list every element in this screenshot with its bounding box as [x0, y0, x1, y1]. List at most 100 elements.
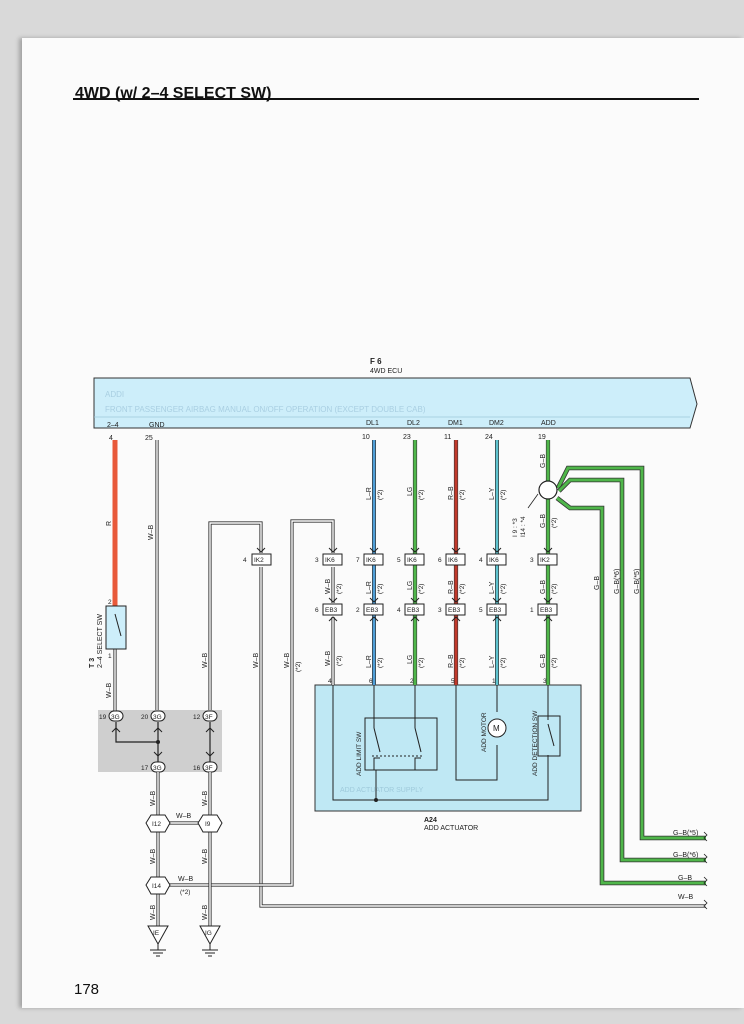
splice-note-1: I 9 : *3	[512, 518, 519, 537]
pin-number: 11	[444, 434, 451, 441]
connector-pin: 3	[315, 557, 319, 564]
wire-label: W–B	[178, 876, 194, 883]
connector-label: IK2	[254, 557, 264, 564]
wire-label: (*2)	[500, 490, 507, 500]
pin-label: DL2	[407, 420, 420, 427]
wire-label: W–B	[150, 905, 157, 921]
wire-label: LG	[407, 655, 414, 664]
connector-label: EB3	[325, 607, 338, 614]
wire-label: L–R	[366, 581, 373, 594]
wire-label: R–B	[448, 486, 455, 500]
connector-eb3	[363, 603, 384, 616]
select-switch-contact	[114, 613, 122, 637]
wire-label: (*2)	[377, 658, 384, 668]
pin-label: DM1	[448, 420, 463, 427]
ground-wire-labels: W–B W–B W–B W–B W–B W–B (*2) W–B W–B	[150, 791, 209, 921]
connector-label: 3G	[153, 765, 162, 772]
actuator-pin: 3	[543, 678, 547, 685]
hex-connectors: I12 I9 I14	[145, 814, 223, 895]
ecu-ghost-text-1: ADDI	[105, 390, 124, 399]
connector-label: EB3	[489, 607, 502, 614]
wire-labels: R W–B W–B W–B W–B W–B (*2) W–B (*2) W–B …	[106, 454, 641, 698]
actuator-pin: 6	[369, 678, 373, 685]
wire-label: W–B	[284, 653, 291, 669]
connector-pin: 19	[99, 714, 107, 721]
connector-pin: 17	[141, 765, 149, 772]
connector-label: 3G	[153, 714, 162, 721]
edge-label: G–B(*6)	[673, 852, 698, 859]
connector-pin: 20	[141, 714, 149, 721]
connector-3g	[150, 710, 166, 722]
connector-ik6	[322, 553, 343, 566]
ecu-code: F 6	[370, 357, 382, 366]
ecu-name: 4WD ECU	[370, 368, 402, 375]
ground-label: IE	[153, 930, 160, 937]
connector-pin: 7	[356, 557, 360, 564]
connector-label: IK6	[325, 557, 335, 564]
wire-label: L–R	[366, 487, 373, 500]
wire-label: W–B	[202, 905, 209, 921]
ground-wires	[156, 772, 212, 926]
connector-pin: 16	[193, 765, 201, 772]
pin-number: 24	[485, 434, 493, 441]
wire-label: (*2)	[551, 658, 558, 668]
edge-label: W–B	[678, 894, 694, 901]
pin-label: DM2	[489, 420, 504, 427]
wire-label: (*2)	[377, 490, 384, 500]
splice-point	[538, 480, 558, 500]
connector-pin: 12	[193, 714, 201, 721]
detection-sw-label: ADD DETECTION SW	[532, 710, 539, 776]
wire-label: G–B	[594, 576, 601, 590]
right-edge-labels: G–B(*5) G–B(*6) G–B W–B	[673, 830, 708, 910]
connector-label: EB3	[540, 607, 553, 614]
connector-pin: 5	[479, 607, 483, 614]
page-title: 4WD (w/ 2–4 SELECT SW)	[75, 85, 272, 102]
limit-sw-label: ADD LIMIT SW	[356, 731, 363, 776]
green-harness	[555, 465, 706, 886]
pin-number: 19	[538, 434, 546, 441]
wire-label: (*2)	[459, 658, 466, 668]
connector-label: I12	[152, 821, 161, 828]
wire-label: W–B	[150, 849, 157, 865]
connector-eb3	[322, 603, 343, 616]
wire-label: G–B	[540, 580, 547, 594]
connector-pin: 3	[530, 557, 534, 564]
wire-label: (*2)	[418, 658, 425, 668]
ecu-pins: 2–4 4 GND 25 DL1 10 DL2 23 DM1 11 DM2 24…	[107, 420, 556, 442]
connector-label: IK6	[407, 557, 417, 564]
wire-label: LG	[407, 581, 414, 590]
connector-eb3	[537, 603, 558, 616]
edge-label: G–B(*5)	[673, 830, 698, 837]
connector-label: IK2	[540, 557, 550, 564]
ground-ie: IE	[147, 925, 169, 957]
pin-label: 2–4	[107, 422, 119, 429]
connector-label: IK6	[448, 557, 458, 564]
connector-pin: 6	[438, 557, 442, 564]
select-switch-code: T 3	[89, 658, 96, 668]
ground-label: IG	[205, 930, 212, 937]
connector-chevrons	[111, 547, 553, 757]
title-rule	[73, 98, 699, 100]
ground-ig: IG	[199, 925, 221, 957]
connector-pin: 6	[315, 607, 319, 614]
connector-pin: 1	[530, 607, 534, 614]
wire-label: L–Y	[489, 655, 496, 668]
pin-number: 10	[362, 434, 370, 441]
switch-pin: 1	[108, 653, 112, 660]
connector-ik2	[537, 553, 558, 566]
splice-note-2: I14 : *4	[520, 516, 527, 537]
connector-3f	[202, 710, 218, 722]
pin-label: DL1	[366, 420, 379, 427]
connector-row-ik: IK2 4 IK6 3 IK6 7 IK6 5 IK6 6 IK6 4 IK2 …	[243, 553, 558, 566]
connector-ik6	[404, 553, 425, 566]
switch-pin: 2	[108, 599, 112, 606]
connector-label: IK6	[489, 557, 499, 564]
wire-label: W–B	[202, 849, 209, 865]
pin-number: 23	[403, 434, 411, 441]
pin-label: GND	[149, 422, 165, 429]
wire-label: W–B	[325, 579, 332, 595]
wire-ik6-loop	[168, 519, 335, 887]
actuator-ghost-text: ADD ACTUATOR SUPPLY	[340, 787, 424, 794]
pin-number: 4	[109, 435, 113, 442]
